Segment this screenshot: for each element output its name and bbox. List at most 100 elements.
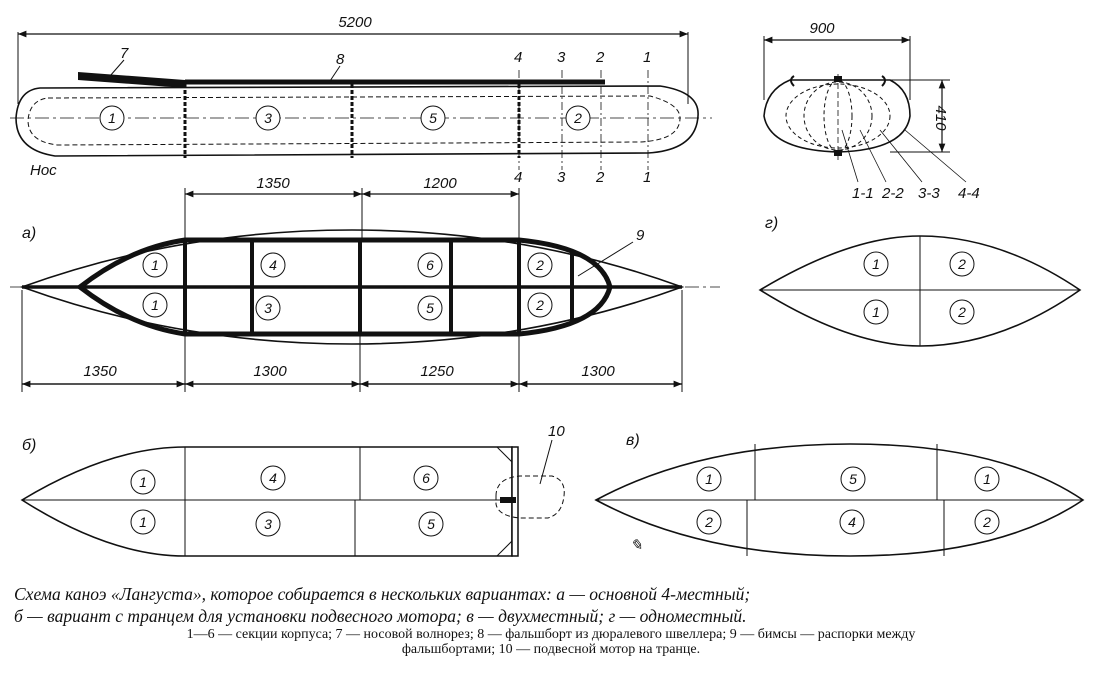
canoe-diagram: 5200 7 8 1 3 5 2 4 3 2 1 4 3 2 1 Нос bbox=[10, 14, 1085, 557]
side-view: 5200 7 8 1 3 5 2 4 3 2 1 4 3 2 1 Нос bbox=[10, 14, 712, 186]
v-section-1-right: 1 bbox=[974, 466, 1000, 492]
v-section-2-right: 2 bbox=[974, 509, 1000, 535]
a-section-5: 5 bbox=[417, 295, 443, 321]
svg-text:2: 2 bbox=[704, 514, 713, 530]
svg-text:5: 5 bbox=[426, 300, 434, 316]
svg-text:1: 1 bbox=[872, 304, 880, 320]
a-section-3: 3 bbox=[255, 295, 281, 321]
dimension-lower-1350: 1350 bbox=[83, 363, 117, 380]
dimension-upper-1200: 1200 bbox=[423, 175, 457, 192]
svg-text:2: 2 bbox=[573, 110, 582, 126]
dimension-total: 5200 bbox=[338, 14, 372, 31]
svg-text:5: 5 bbox=[429, 110, 437, 126]
panel-label-g: г) bbox=[765, 215, 778, 232]
cut-label-top-3: 3 bbox=[557, 49, 566, 66]
view-g: г) 1 2 1 2 bbox=[758, 215, 1082, 347]
svg-text:3: 3 bbox=[264, 300, 272, 316]
v-section-5: 5 bbox=[840, 466, 866, 492]
bow-wave-cutter bbox=[78, 72, 185, 88]
side-section-3: 3 bbox=[255, 105, 281, 131]
v-section-4: 4 bbox=[839, 509, 865, 535]
a-section-4: 4 bbox=[260, 252, 286, 278]
label-8: 8 bbox=[336, 51, 345, 68]
b-hull-outline bbox=[20, 446, 513, 557]
panel-label-a: а) bbox=[22, 225, 36, 242]
svg-text:6: 6 bbox=[422, 470, 430, 486]
cut-label-bottom-3: 3 bbox=[557, 169, 566, 186]
a-section-1-bottom: 1 bbox=[142, 292, 168, 318]
g-section-1-bottom: 1 bbox=[863, 299, 889, 325]
side-section-1: 1 bbox=[99, 105, 125, 131]
caption-legend-1: 1—6 — секции корпуса; 7 — носовой волнор… bbox=[186, 627, 916, 642]
label-9: 9 bbox=[636, 227, 645, 244]
section-label-3-3: 3-3 bbox=[918, 185, 940, 202]
nose-label: Нос bbox=[30, 162, 57, 179]
view-a: 1350 1200 а) 9 1 4 6 2 1 3 5 2 1350 1 bbox=[10, 175, 720, 392]
svg-text:5: 5 bbox=[427, 516, 435, 532]
caption-line-1: Схема каноэ «Лангуста», которое собирает… bbox=[14, 584, 751, 604]
svg-text:1: 1 bbox=[151, 297, 159, 313]
dimension-lower-1300b: 1300 bbox=[581, 363, 615, 380]
caption-line-2: б — вариант с транцем для установки подв… bbox=[14, 606, 747, 626]
v-section-1-left: 1 bbox=[696, 466, 722, 492]
cut-label-bottom-1: 1 bbox=[643, 169, 651, 186]
view-v: в) ✎ 1 5 1 2 4 2 bbox=[594, 432, 1085, 557]
dimension-width: 900 bbox=[809, 20, 835, 37]
svg-text:3: 3 bbox=[264, 516, 272, 532]
v-section-2-left: 2 bbox=[696, 509, 722, 535]
svg-text:2: 2 bbox=[535, 257, 544, 273]
section-label-2-2: 2-2 bbox=[881, 185, 904, 202]
a-section-2-bottom: 2 bbox=[527, 292, 553, 318]
cut-label-top-1: 1 bbox=[643, 49, 651, 66]
b-section-6: 6 bbox=[413, 465, 439, 491]
a-section-1-top: 1 bbox=[142, 252, 168, 278]
cut-label-bottom-4: 4 bbox=[514, 169, 522, 186]
b-section-3: 3 bbox=[255, 511, 281, 537]
svg-text:1: 1 bbox=[139, 474, 147, 490]
section-label-4-4: 4-4 bbox=[958, 185, 980, 202]
outboard-motor bbox=[495, 475, 565, 519]
caption-legend-2: фальшбортами; 10 — подвесной мотор на тр… bbox=[401, 642, 701, 657]
svg-text:1: 1 bbox=[705, 471, 713, 487]
dimension-lower-1250: 1250 bbox=[420, 363, 454, 380]
g-section-2-bottom: 2 bbox=[949, 299, 975, 325]
svg-text:1: 1 bbox=[872, 256, 880, 272]
a-section-6: 6 bbox=[417, 252, 443, 278]
cut-label-top-4: 4 bbox=[514, 49, 522, 66]
svg-text:1: 1 bbox=[151, 257, 159, 273]
panel-label-b: б) bbox=[22, 437, 36, 454]
side-section-2: 2 bbox=[565, 105, 591, 131]
dimension-upper-1350: 1350 bbox=[256, 175, 290, 192]
svg-text:2: 2 bbox=[957, 304, 966, 320]
side-section-5: 5 bbox=[420, 105, 446, 131]
figure-caption: Схема каноэ «Лангуста», которое собирает… bbox=[14, 583, 1088, 657]
stray-mark: ✎ bbox=[630, 537, 643, 554]
b-section-1-bottom: 1 bbox=[130, 509, 156, 535]
section-label-1-1: 1-1 bbox=[852, 185, 874, 202]
panel-label-v: в) bbox=[626, 432, 640, 449]
svg-text:4: 4 bbox=[269, 470, 277, 486]
dimension-lower-1300a: 1300 bbox=[253, 363, 287, 380]
cut-label-top-2: 2 bbox=[595, 49, 605, 66]
svg-text:2: 2 bbox=[535, 297, 544, 313]
label-10: 10 bbox=[548, 423, 565, 440]
b-section-1-top: 1 bbox=[130, 469, 156, 495]
b-section-5: 5 bbox=[418, 511, 444, 537]
cross-sections: 900 410 1-1 2-2 3-3 4-4 bbox=[763, 20, 980, 202]
b-section-4: 4 bbox=[260, 465, 286, 491]
svg-text:1: 1 bbox=[983, 471, 991, 487]
cut-label-bottom-2: 2 bbox=[595, 169, 605, 186]
svg-text:4: 4 bbox=[269, 257, 277, 273]
view-b: б) 10 1 4 6 1 3 5 bbox=[20, 423, 565, 557]
svg-text:1: 1 bbox=[139, 514, 147, 530]
svg-text:5: 5 bbox=[849, 471, 857, 487]
a-section-2-top: 2 bbox=[527, 252, 553, 278]
g-section-1-top: 1 bbox=[863, 251, 889, 277]
svg-text:4: 4 bbox=[848, 514, 856, 530]
svg-text:3: 3 bbox=[264, 110, 272, 126]
label-7: 7 bbox=[120, 45, 129, 62]
svg-text:2: 2 bbox=[957, 256, 966, 272]
svg-text:6: 6 bbox=[426, 257, 434, 273]
svg-text:2: 2 bbox=[982, 514, 991, 530]
dimension-height: 410 bbox=[932, 105, 949, 131]
